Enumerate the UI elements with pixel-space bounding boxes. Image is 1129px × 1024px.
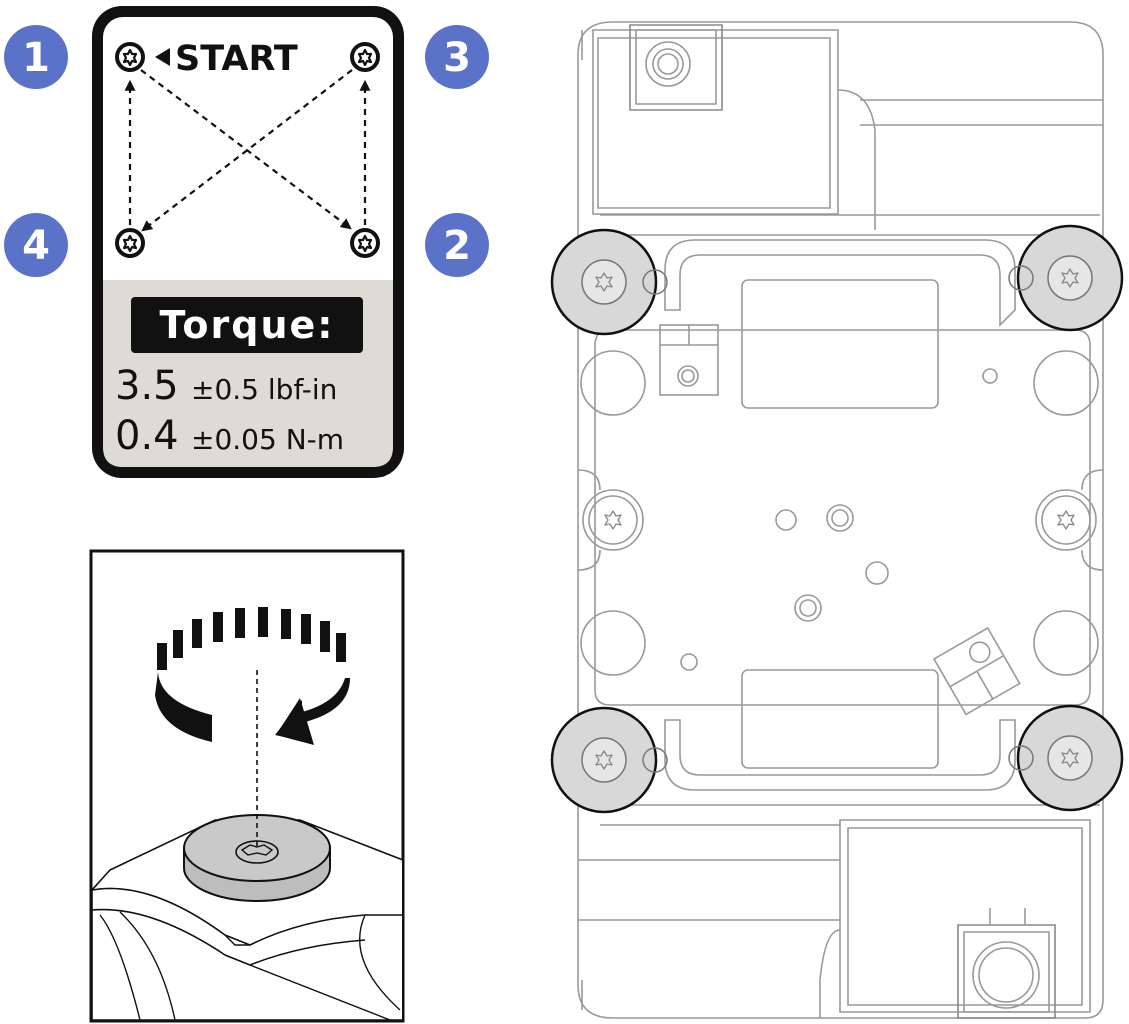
rotation-arrow-icon [155, 607, 350, 745]
step-badge-1: 1 [4, 25, 68, 89]
step-badge-4: 4 [4, 213, 68, 277]
cold-plate-assembly [577, 21, 1104, 1019]
screw-position-4 [550, 706, 668, 814]
screw-sequence-card: START Torque: 3.5 ±0.5 lbf-in 0.4 ±0.05 … [92, 6, 404, 478]
screw-head-icon [350, 42, 380, 72]
torque-title: Torque: [160, 303, 335, 347]
step-badge-2: 2 [425, 213, 489, 277]
screw-head-icon [350, 228, 380, 258]
torque-title-box [131, 297, 363, 353]
torque-metric-value: 0.4 [115, 413, 179, 459]
side-screw-icon [604, 510, 622, 530]
rotation-dashes [157, 607, 346, 670]
screw-position-3 [1008, 224, 1124, 332]
svg-text:3: 3 [443, 35, 471, 81]
start-arrow-icon [155, 48, 170, 66]
svg-text:2: 2 [443, 223, 471, 269]
screw-tighten-detail [89, 549, 405, 1023]
start-label: START [175, 39, 298, 79]
svg-text:1: 1 [22, 35, 50, 81]
torque-metric-tolerance: ±0.05 N-m [191, 423, 344, 456]
svg-text:4: 4 [22, 223, 50, 269]
screw-position-2 [1008, 704, 1124, 812]
step-badge-3: 3 [425, 25, 489, 89]
torque-imperial-tolerance: ±0.5 lbf-in [191, 373, 337, 406]
sequence-arrows [124, 69, 371, 232]
side-screw-icon [1057, 510, 1075, 530]
screw-head-icon [115, 228, 145, 258]
screw-position-1 [550, 228, 668, 336]
screw-head-icon [115, 42, 145, 72]
torque-imperial-value: 3.5 [115, 363, 179, 409]
